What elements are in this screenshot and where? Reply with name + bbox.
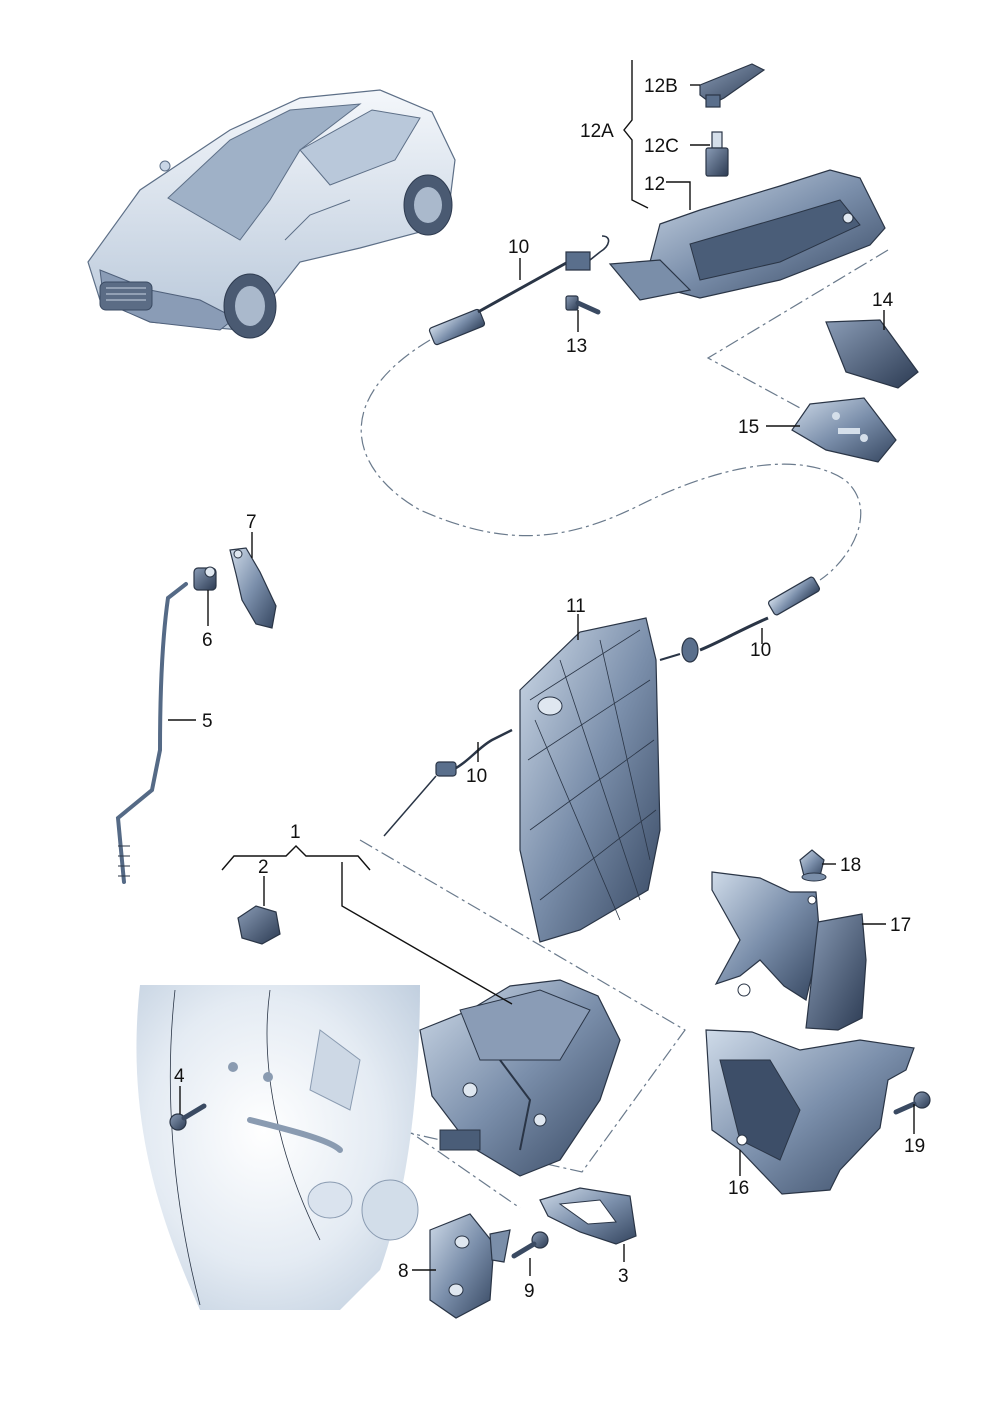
callout-7: 7 bbox=[246, 512, 257, 533]
callout-3: 3 bbox=[618, 1266, 629, 1287]
callout-labels: 12B 12A 12C 12 10 13 14 15 7 11 6 10 5 1… bbox=[174, 76, 925, 1302]
callout-12: 12 bbox=[644, 174, 665, 195]
part-1-door-lock-unit bbox=[419, 979, 621, 1177]
part-10-cable-lower bbox=[383, 728, 513, 837]
part-10-cable-middle bbox=[659, 576, 821, 663]
part-16-lock-cover bbox=[705, 1029, 915, 1195]
part-17-support-bracket bbox=[711, 871, 867, 1031]
part-5-lock-rod bbox=[115, 582, 188, 884]
callout-6: 6 bbox=[202, 630, 213, 651]
callout-16: 16 bbox=[728, 1178, 749, 1199]
callout-9: 9 bbox=[524, 1281, 535, 1302]
part-9-screw bbox=[511, 1231, 549, 1259]
part-12-door-handle bbox=[608, 169, 886, 301]
part-8-striker-plate bbox=[429, 1213, 511, 1319]
callout-12a: 12A bbox=[580, 121, 614, 142]
callout-4: 4 bbox=[174, 1066, 185, 1087]
part-12c-lock-cylinder bbox=[705, 131, 729, 177]
callout-15: 15 bbox=[738, 417, 759, 438]
callout-13: 13 bbox=[566, 336, 587, 357]
callout-12c: 12C bbox=[644, 136, 679, 157]
callout-10-lower: 10 bbox=[466, 766, 487, 787]
callout-18: 18 bbox=[840, 855, 861, 876]
callout-5: 5 bbox=[202, 711, 213, 732]
part-19-screw bbox=[893, 1091, 931, 1115]
part-11-inner-door-panel bbox=[519, 617, 661, 943]
part-3-trim-ring bbox=[539, 1187, 637, 1245]
callout-2: 2 bbox=[258, 857, 269, 878]
part-13-screw bbox=[565, 295, 601, 315]
leader-lines bbox=[168, 60, 915, 1276]
part-7-bracket bbox=[229, 547, 277, 629]
part-4-screw bbox=[169, 1103, 207, 1131]
callout-10-upper: 10 bbox=[508, 237, 529, 258]
callout-17: 17 bbox=[890, 915, 911, 936]
door-body-panel bbox=[136, 985, 421, 1310]
part-14-trim-cap bbox=[825, 319, 919, 389]
callout-14: 14 bbox=[872, 290, 894, 311]
part-2-clip bbox=[237, 905, 281, 945]
callout-10-middle: 10 bbox=[750, 640, 771, 661]
dashed-cable-routes bbox=[214, 249, 889, 1209]
part-18-clip bbox=[799, 849, 827, 882]
callout-1: 1 bbox=[290, 822, 301, 843]
car-illustration bbox=[87, 89, 456, 339]
callout-19: 19 bbox=[904, 1136, 925, 1157]
part-10-cable-upper bbox=[428, 235, 610, 346]
part-12b-handle-insert bbox=[699, 63, 766, 108]
callout-8: 8 bbox=[398, 1261, 409, 1282]
callout-11: 11 bbox=[566, 596, 586, 617]
part-6-rod-clip bbox=[193, 566, 217, 591]
part-15-switch-unit bbox=[791, 397, 897, 463]
callout-12b: 12B bbox=[644, 76, 678, 97]
